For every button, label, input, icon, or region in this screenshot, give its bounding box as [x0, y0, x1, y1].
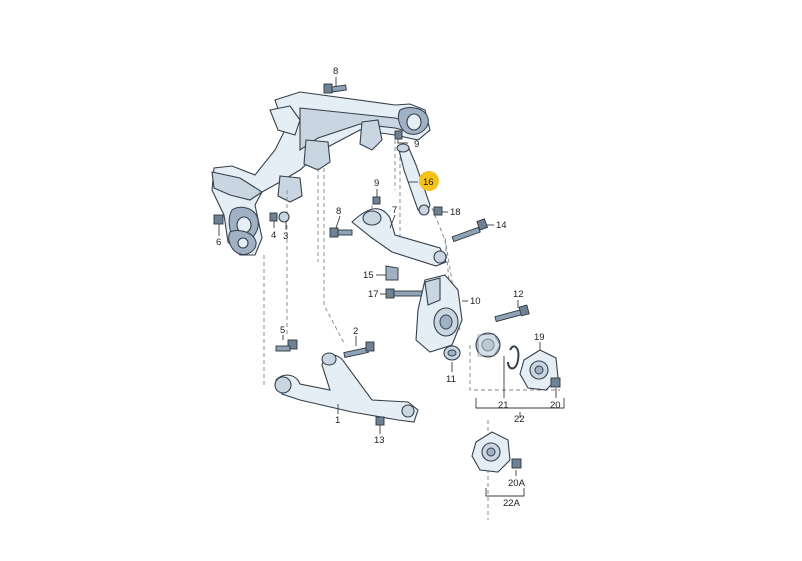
label-18: 18: [450, 207, 461, 218]
nut-9-top: [394, 130, 403, 140]
label-15: 15: [363, 270, 374, 281]
label-17: 17: [368, 289, 379, 300]
label-13: 13: [374, 435, 385, 446]
bolt-5: [275, 339, 298, 352]
bolt-12: [494, 304, 530, 323]
label-14: 14: [496, 220, 507, 231]
leader-lines: [218, 77, 565, 497]
bolt-8-top: [323, 83, 347, 94]
subframe: [211, 91, 431, 256]
label-21: 21: [498, 400, 509, 411]
circlip: [507, 345, 520, 370]
part-11: [443, 345, 461, 361]
bolt-14: [451, 218, 489, 243]
label-12: 12: [513, 289, 524, 300]
label-3: 3: [283, 231, 288, 242]
label-1: 1: [335, 415, 340, 426]
label-22a: 22A: [503, 498, 521, 509]
label-7: 7: [392, 205, 397, 216]
nut-6: [213, 214, 224, 225]
nut-18: [433, 206, 443, 216]
transverse-link-7: [351, 208, 447, 267]
label-16: 16: [423, 177, 434, 188]
nut-13: [375, 416, 385, 426]
wheel-bearing-housing-10: [415, 274, 463, 353]
bolt-8-mid: [329, 227, 353, 238]
highlight-callout-16: [419, 171, 439, 191]
label-9-mid: 9: [374, 178, 379, 189]
label-19: 19: [534, 332, 545, 343]
bearing-21: [475, 332, 501, 358]
label-10: 10: [470, 296, 481, 307]
bolt-17: [385, 288, 423, 299]
label-20: 20: [550, 400, 561, 411]
label-8-mid: 8: [336, 206, 341, 217]
lower-control-arm-1: [274, 352, 419, 423]
label-20a: 20A: [508, 478, 526, 489]
label-8-top: 8: [333, 66, 338, 77]
washer-3: [278, 211, 290, 223]
label-9-top: 9: [414, 139, 419, 150]
upper-link-16: [396, 143, 431, 216]
part-15: [385, 265, 399, 281]
nut-4: [269, 212, 278, 222]
wheel-hub-22a: [471, 431, 522, 473]
part-labels: 8 9 16 9 18 14 8 7 15 17 10 12 19 11 21 …: [216, 66, 561, 509]
label-2: 2: [353, 326, 358, 337]
label-5: 5: [280, 325, 285, 336]
label-6: 6: [216, 237, 221, 248]
nut-20: [550, 377, 561, 388]
label-11: 11: [446, 374, 456, 385]
wheel-hub-19: [519, 349, 559, 391]
label-22: 22: [514, 414, 525, 425]
label-4: 4: [271, 230, 276, 241]
nut-9-mid: [372, 196, 381, 205]
bolt-2: [343, 341, 375, 358]
